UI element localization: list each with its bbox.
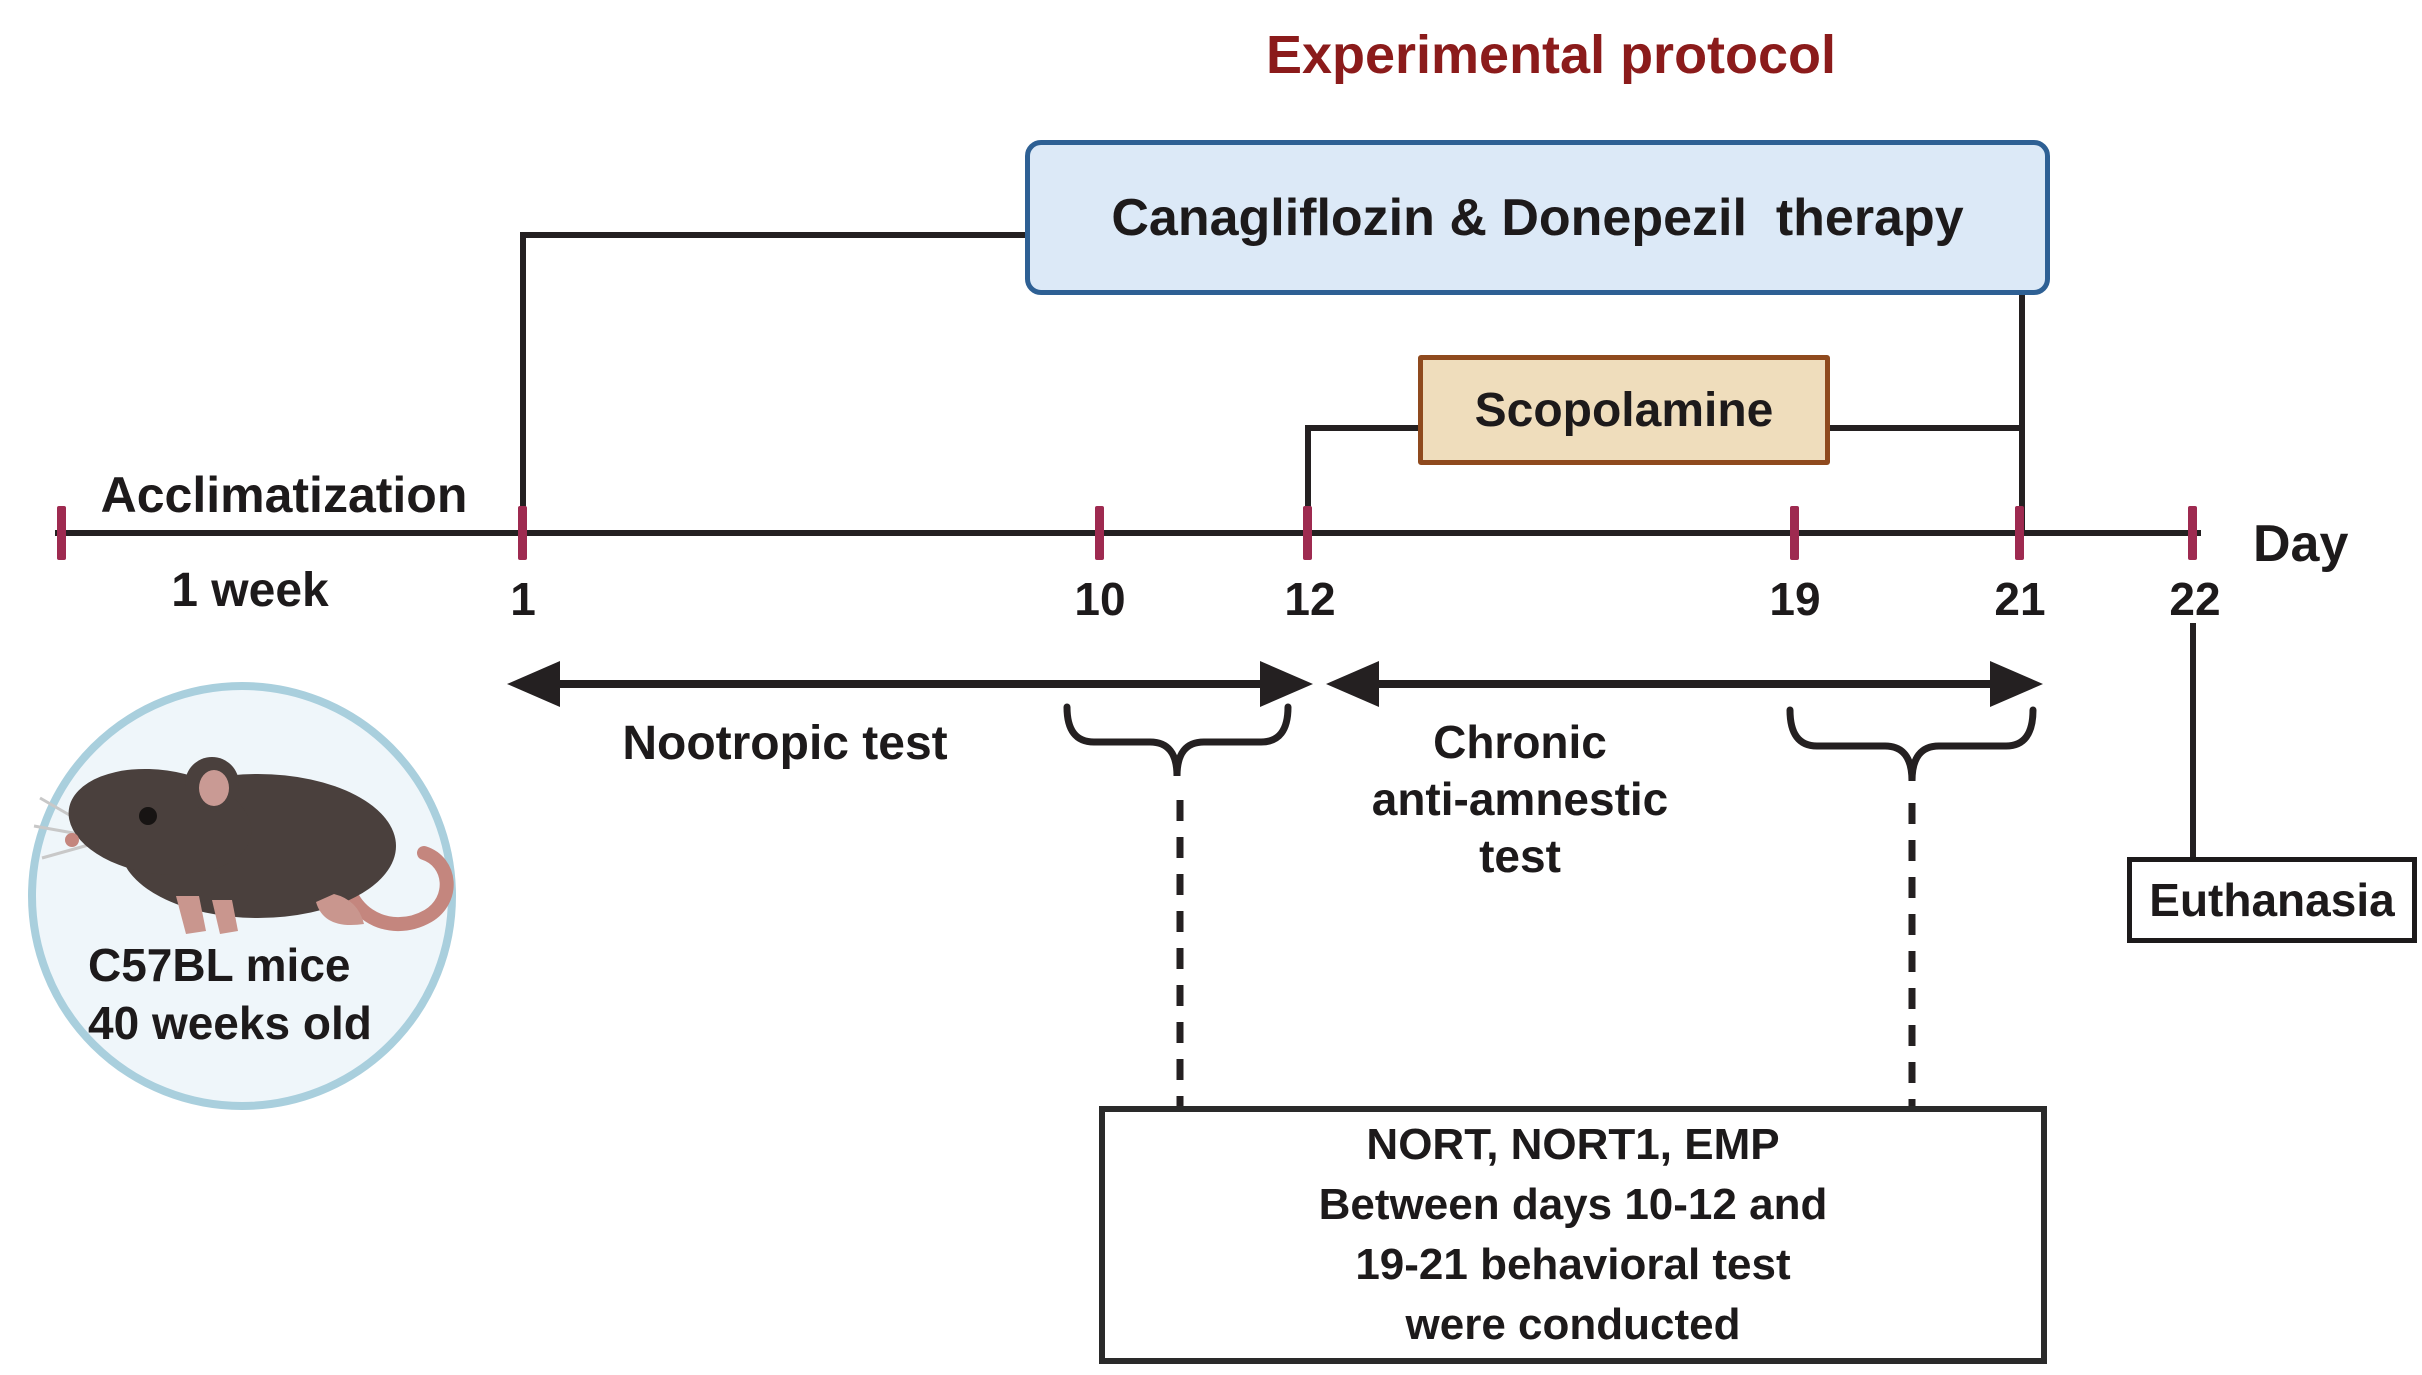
tick-label-day-10: 10 xyxy=(1074,573,1126,625)
tick-day-12 xyxy=(1303,506,1312,560)
acclimatization-duration-label: 1 week xyxy=(171,564,329,617)
arrow-head-icon xyxy=(1260,661,1313,707)
results-note-line-3: 19-21 behavioral test xyxy=(1355,1240,1791,1289)
chronic-test-line-2: anti-amnestic xyxy=(1371,773,1669,825)
results-note-box: NORT, NORT1, EMP Between days 10-12 and … xyxy=(1099,1106,2047,1364)
acclimatization-label: Acclimatization xyxy=(100,467,468,523)
chronic-test-line-1: Chronic xyxy=(1433,716,1607,768)
euthanasia-label: Euthanasia xyxy=(2149,874,2395,926)
timeline-axis xyxy=(55,530,2201,536)
arrow-head-icon xyxy=(507,661,560,707)
tick-label-day-19: 19 xyxy=(1769,573,1821,625)
tick-label-day-1: 1 xyxy=(510,573,536,625)
arrow-head-icon xyxy=(1990,661,2043,707)
dashed-connectors xyxy=(1176,800,1916,1106)
results-note-line-2: Between days 10-12 and xyxy=(1318,1180,1828,1229)
phase-arrows xyxy=(507,661,2043,707)
tick-day-22 xyxy=(2188,506,2197,560)
connector-lines xyxy=(520,232,2196,857)
subject-strain-label: C57BL mice xyxy=(88,939,351,991)
braces xyxy=(1063,703,2037,782)
chronic-test-line-3: test xyxy=(1479,830,1561,882)
results-note-line-4: were conducted xyxy=(1405,1300,1741,1349)
tick-day-21 xyxy=(2015,506,2024,560)
nootropic-test-label: Nootropic test xyxy=(622,717,948,770)
therapy-connector-day1-vertical xyxy=(520,232,526,533)
scopolamine-box-label: Scopolamine xyxy=(1474,383,1774,437)
therapy-connector-day21-vertical xyxy=(2019,293,2025,533)
chronic-test-label: Chronic anti-amnestic test xyxy=(1372,714,1669,885)
tick-label-day-21: 21 xyxy=(1994,573,2046,625)
tick-day-0 xyxy=(57,506,66,560)
curly-brace-days-10-12 xyxy=(1063,703,1292,777)
therapy-box: Canagliflozin & Donepezil therapy xyxy=(1025,140,2050,295)
tick-day-1 xyxy=(518,506,527,560)
scopolamine-box: Scopolamine xyxy=(1418,355,1830,465)
tick-day-10 xyxy=(1095,506,1104,560)
scopolamine-connector-right-horizontal xyxy=(1828,425,2022,431)
tick-label-day-12: 12 xyxy=(1284,573,1336,625)
scopolamine-connector-left-horizontal xyxy=(1305,425,1422,431)
timeline-ticks xyxy=(57,506,2197,560)
subject-badge xyxy=(28,682,456,1110)
subject-age-label: 40 weeks old xyxy=(88,997,372,1049)
curly-brace-days-19-21 xyxy=(1786,706,2037,782)
results-note-line-1: NORT, NORT1, EMP xyxy=(1366,1120,1780,1169)
tick-label-day-22: 22 xyxy=(2169,573,2221,625)
page-title: Experimental protocol xyxy=(1265,25,1837,85)
therapy-box-label: Canagliflozin & Donepezil therapy xyxy=(1111,188,1964,247)
scopolamine-connector-day12-vertical xyxy=(1305,425,1311,533)
arrow-head-icon xyxy=(1326,661,1379,707)
euthanasia-connector-vertical xyxy=(2190,623,2196,857)
euthanasia-box: Euthanasia xyxy=(2127,857,2417,943)
mouse-icon xyxy=(33,757,454,934)
therapy-connector-horizontal xyxy=(520,232,1030,238)
day-axis-label: Day xyxy=(2253,515,2349,573)
tick-day-19 xyxy=(1790,506,1799,560)
